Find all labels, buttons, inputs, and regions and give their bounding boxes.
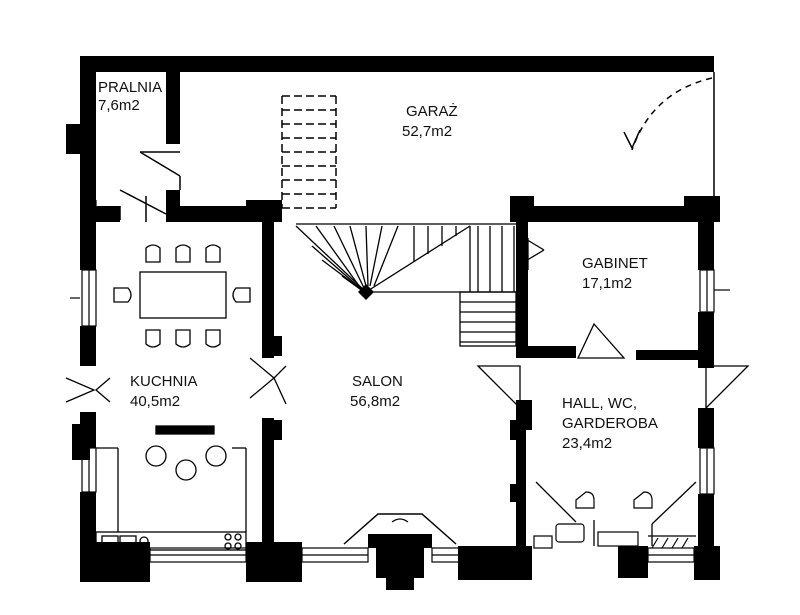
staircase <box>295 223 545 347</box>
garaz-area: 52,7m2 <box>402 123 452 140</box>
salon-name: SALON <box>352 373 403 390</box>
pralnia-area: 7,6m2 <box>98 97 140 114</box>
garage-elements <box>119 72 715 222</box>
gabinet-name: GABINET <box>582 255 648 272</box>
gabinet-area: 17,1m2 <box>582 275 632 292</box>
hall-name-line1: HALL, WC, <box>562 395 637 412</box>
walls <box>66 56 720 582</box>
kuchnia-name: KUCHNIA <box>130 373 198 390</box>
door-swings <box>65 322 750 546</box>
hall-area: 23,4m2 <box>562 435 612 452</box>
pralnia-name: PRALNIA <box>98 79 162 96</box>
dining-set <box>95 244 251 551</box>
dining-table <box>139 271 227 319</box>
salon-area: 56,8m2 <box>350 393 400 410</box>
fireplace <box>368 534 432 590</box>
fireplace-hearth <box>343 513 457 545</box>
stair-newel <box>358 284 374 300</box>
kuchnia-area: 40,5m2 <box>130 393 180 410</box>
hall-name-line2: GARDEROBA <box>562 415 658 432</box>
windows <box>70 200 730 563</box>
wc-fixtures <box>533 491 696 549</box>
room-labels: PRALNIA 7,6m2 GARAŻ 52,7m2 GABINET 17,1m… <box>98 79 658 452</box>
garaz-name: GARAŻ <box>406 102 458 120</box>
